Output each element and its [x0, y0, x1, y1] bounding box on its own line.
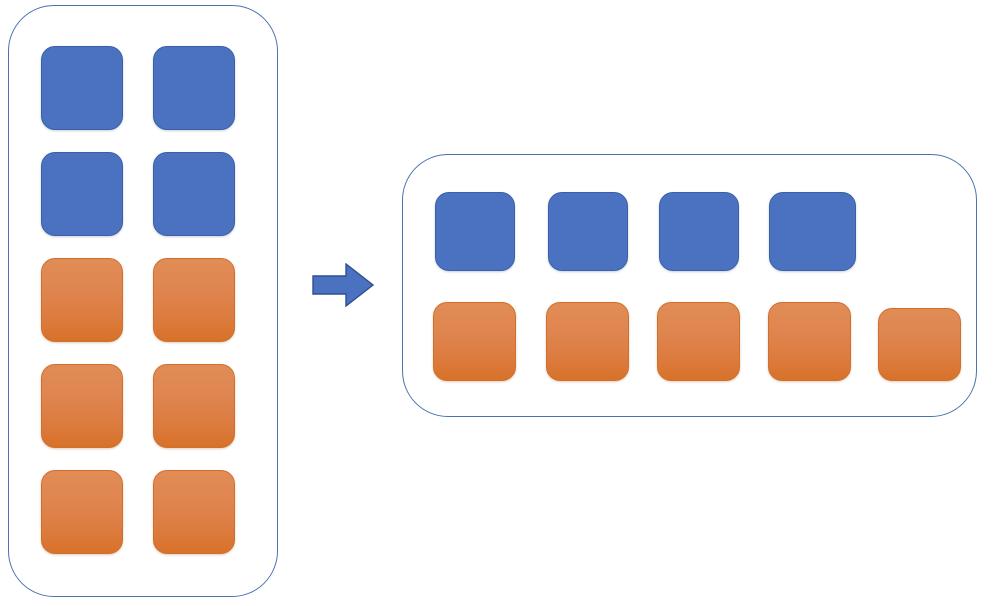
arrow-right-icon — [312, 263, 374, 307]
source-tile-orange-9[interactable] — [41, 470, 123, 554]
target-tile-orange-9[interactable] — [878, 308, 961, 381]
source-tile-orange-10[interactable] — [153, 470, 235, 554]
source-tile-blue-2[interactable] — [153, 46, 235, 130]
target-tile-orange-6[interactable] — [546, 302, 629, 381]
source-tile-blue-1[interactable] — [41, 46, 123, 130]
source-tile-blue-3[interactable] — [41, 152, 123, 236]
target-tile-blue-1[interactable] — [435, 192, 515, 271]
target-tile-orange-5[interactable] — [433, 302, 516, 381]
target-tile-blue-4[interactable] — [769, 192, 856, 271]
transform-arrow — [312, 263, 374, 307]
target-tile-blue-3[interactable] — [659, 192, 739, 271]
source-tile-orange-8[interactable] — [153, 364, 235, 448]
source-tile-orange-5[interactable] — [41, 258, 123, 342]
source-tile-orange-6[interactable] — [153, 258, 235, 342]
source-tile-orange-7[interactable] — [41, 364, 123, 448]
source-tile-blue-4[interactable] — [153, 152, 235, 236]
target-tile-orange-7[interactable] — [657, 302, 740, 381]
target-tile-blue-2[interactable] — [548, 192, 628, 271]
target-tile-orange-8[interactable] — [768, 302, 851, 381]
